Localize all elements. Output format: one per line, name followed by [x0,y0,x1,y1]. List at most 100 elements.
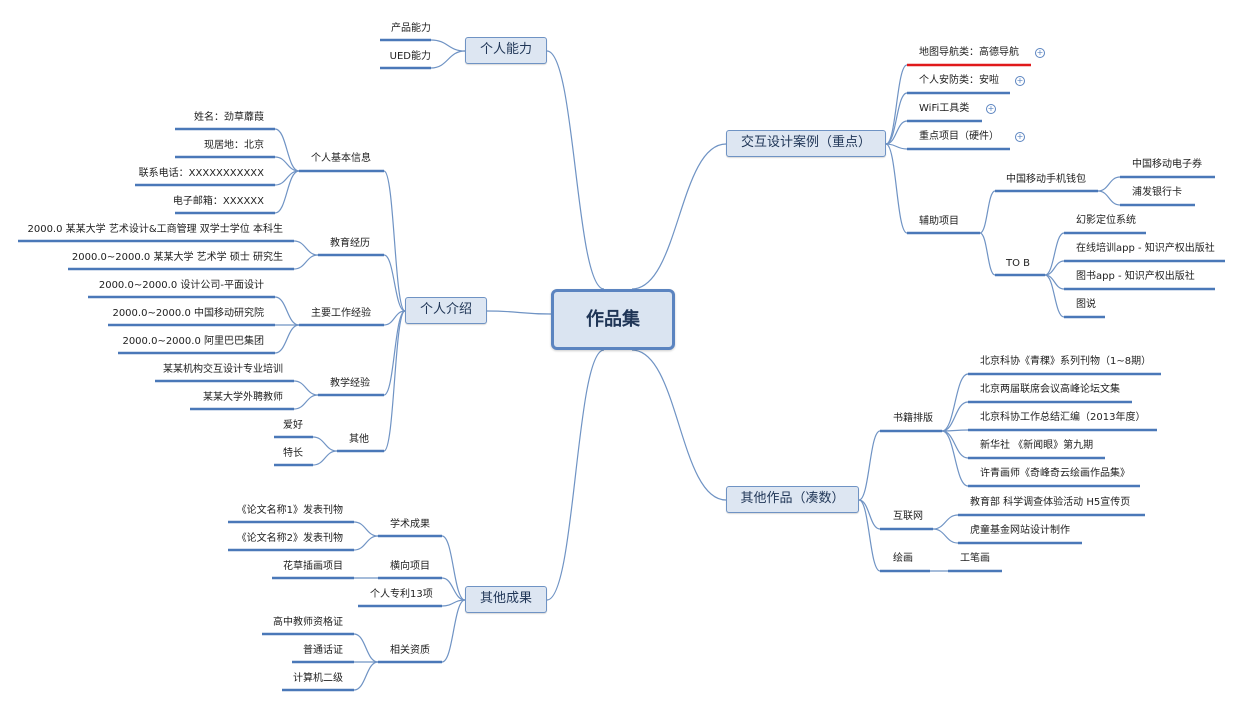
sub-work-experience[interactable]: 主要工作经验 [311,308,371,319]
topic-personal-ability[interactable]: 个人能力 [465,37,547,64]
leaf-product-ability[interactable]: 产品能力 [391,23,431,34]
connector [293,254,319,270]
leaf-book-3[interactable]: 北京科协工作总结汇编（2013年度） [980,412,1146,423]
connector [441,599,466,663]
connector [932,528,959,544]
sub-basic-info[interactable]: 个人基本信息 [311,153,371,164]
leaf-work-2[interactable]: 2000.0~2000.0 中国移动研究院 [112,308,264,319]
case-anla[interactable]: 个人安防类：安啦 [919,75,999,86]
plus-circle-icon[interactable]: + [1015,76,1025,86]
plus-circle-icon[interactable]: + [1015,132,1025,142]
leaf-work-1[interactable]: 2000.0~2000.0 设计公司-平面设计 [98,280,264,291]
sub-others[interactable]: 其他 [349,434,369,445]
connector [383,170,406,312]
connector [941,373,969,432]
connector [1044,274,1065,318]
connector [274,170,300,214]
connector [353,633,379,663]
sub-education[interactable]: 教育经历 [330,238,370,249]
connector [941,430,969,487]
leaf-ued-ability[interactable]: UED能力 [389,51,431,62]
leaf-hutong-site[interactable]: 虎童基金网站设计制作 [970,525,1070,536]
leaf-specialty[interactable]: 特长 [283,448,303,459]
sub-book-layout[interactable]: 书籍排版 [893,413,933,424]
connector [293,240,319,256]
connector-cases [631,143,727,290]
sub-painting[interactable]: 绘画 [893,553,913,564]
plus-circle-icon[interactable]: + [1035,48,1045,58]
connector [353,521,379,537]
leaf-tushuo[interactable]: 图说 [1076,299,1096,310]
leaf-location[interactable]: 现居地：北京 [204,140,264,151]
case-hardware[interactable]: 重点项目（硬件） [919,131,999,142]
connector [1097,190,1121,206]
sub-academic[interactable]: 学术成果 [390,519,430,530]
connector [293,394,319,410]
connector [941,401,969,432]
central-topic[interactable]: 作品集 [551,289,675,350]
connector [353,535,379,551]
topic-other-works[interactable]: 其他作品（凑数） [726,486,859,513]
leaf-book-1[interactable]: 北京科协《青稞》系列刊物（1~8期） [980,356,1152,367]
leaf-book-4[interactable]: 新华社 《新闻眼》第九期 [980,440,1094,451]
connector [1097,176,1121,192]
sub-internet[interactable]: 互联网 [893,511,923,522]
connector [274,156,300,172]
leaf-email[interactable]: 电子邮箱：XXXXXX [172,196,264,207]
connector [274,324,300,354]
leaf-hobby[interactable]: 爱好 [283,420,303,431]
connector [430,39,466,52]
case-amap[interactable]: 地图导航类：高德导航 [919,47,1019,58]
connector [858,499,881,572]
leaf-book-2[interactable]: 北京两届联席会议高峰论坛文集 [980,384,1120,395]
connector [441,577,466,601]
leaf-book-app[interactable]: 图书app - 知识产权出版社 [1076,271,1195,282]
leaf-spdb-card[interactable]: 浦发银行卡 [1132,187,1182,198]
connector [383,310,406,452]
leaf-paper-1[interactable]: 《论文名称1》发表刊物 [236,505,343,516]
sub-aux-projects[interactable]: 辅助项目 [919,216,959,227]
leaf-training-app[interactable]: 在线培训app - 知识产权出版社 [1076,243,1215,254]
leaf-teaching-1[interactable]: 某某机构交互设计专业培训 [163,364,283,375]
sub-horizontal-project[interactable]: 横向项目 [390,561,430,572]
connector [383,310,406,326]
connector-achievements [546,349,605,601]
topic-personal-intro[interactable]: 个人介绍 [405,297,487,324]
connector-intro [486,310,552,315]
topic-interaction-cases[interactable]: 交互设计案例（重点） [726,130,886,157]
leaf-teacher-cert[interactable]: 高中教师资格证 [273,617,343,628]
leaf-paper-2[interactable]: 《论文名称2》发表刊物 [236,533,343,544]
leaf-flower-illustration[interactable]: 花草插画项目 [283,561,343,572]
leaf-name[interactable]: 姓名：劲草蘼葭 [194,112,264,123]
connector [979,232,996,276]
connector [312,450,338,466]
connector [885,120,908,145]
leaf-edu-master[interactable]: 2000.0~2000.0 某某大学 艺术学 硕士 研究生 [71,252,283,263]
leaf-mandarin-cert[interactable]: 普通话证 [303,645,343,656]
leaf-phantom-location[interactable]: 幻影定位系统 [1076,215,1136,226]
connector [885,143,908,234]
leaf-book-5[interactable]: 许青画师《奇峰奇云绘画作品集》 [980,468,1130,479]
sub-mobile-wallet[interactable]: 中国移动手机钱包 [1006,174,1086,185]
leaf-gongbi[interactable]: 工笔画 [960,553,990,564]
leaf-computer-cert[interactable]: 计算机二级 [293,673,343,684]
leaf-work-3[interactable]: 2000.0~2000.0 阿里巴巴集团 [122,336,264,347]
case-wifi[interactable]: WiFi工具类 [919,103,970,114]
leaf-ecoupon[interactable]: 中国移动电子券 [1132,159,1202,170]
sub-teaching[interactable]: 教学经验 [330,378,370,389]
topic-other-achievements[interactable]: 其他成果 [465,586,547,613]
leaf-teaching-2[interactable]: 某某大学外聘教师 [203,392,283,403]
leaf-edu-bachelor[interactable]: 2000.0 某某大学 艺术设计&工商管理 双学士学位 本科生 [27,224,283,235]
leaf-phone[interactable]: 联系电话：XXXXXXXXXXX [138,168,264,179]
sub-patents[interactable]: 个人专利13项 [370,589,433,600]
connector [885,143,908,150]
plus-circle-icon[interactable]: + [986,104,996,114]
connector [430,50,466,69]
connector-ability [546,50,605,290]
connector [274,128,300,172]
sub-tob[interactable]: TO B [1006,258,1031,269]
connector [293,380,319,396]
sub-qualifications[interactable]: 相关资质 [390,645,430,656]
leaf-h5-page[interactable]: 教育部 科学调查体验活动 H5宣传页 [970,497,1131,508]
